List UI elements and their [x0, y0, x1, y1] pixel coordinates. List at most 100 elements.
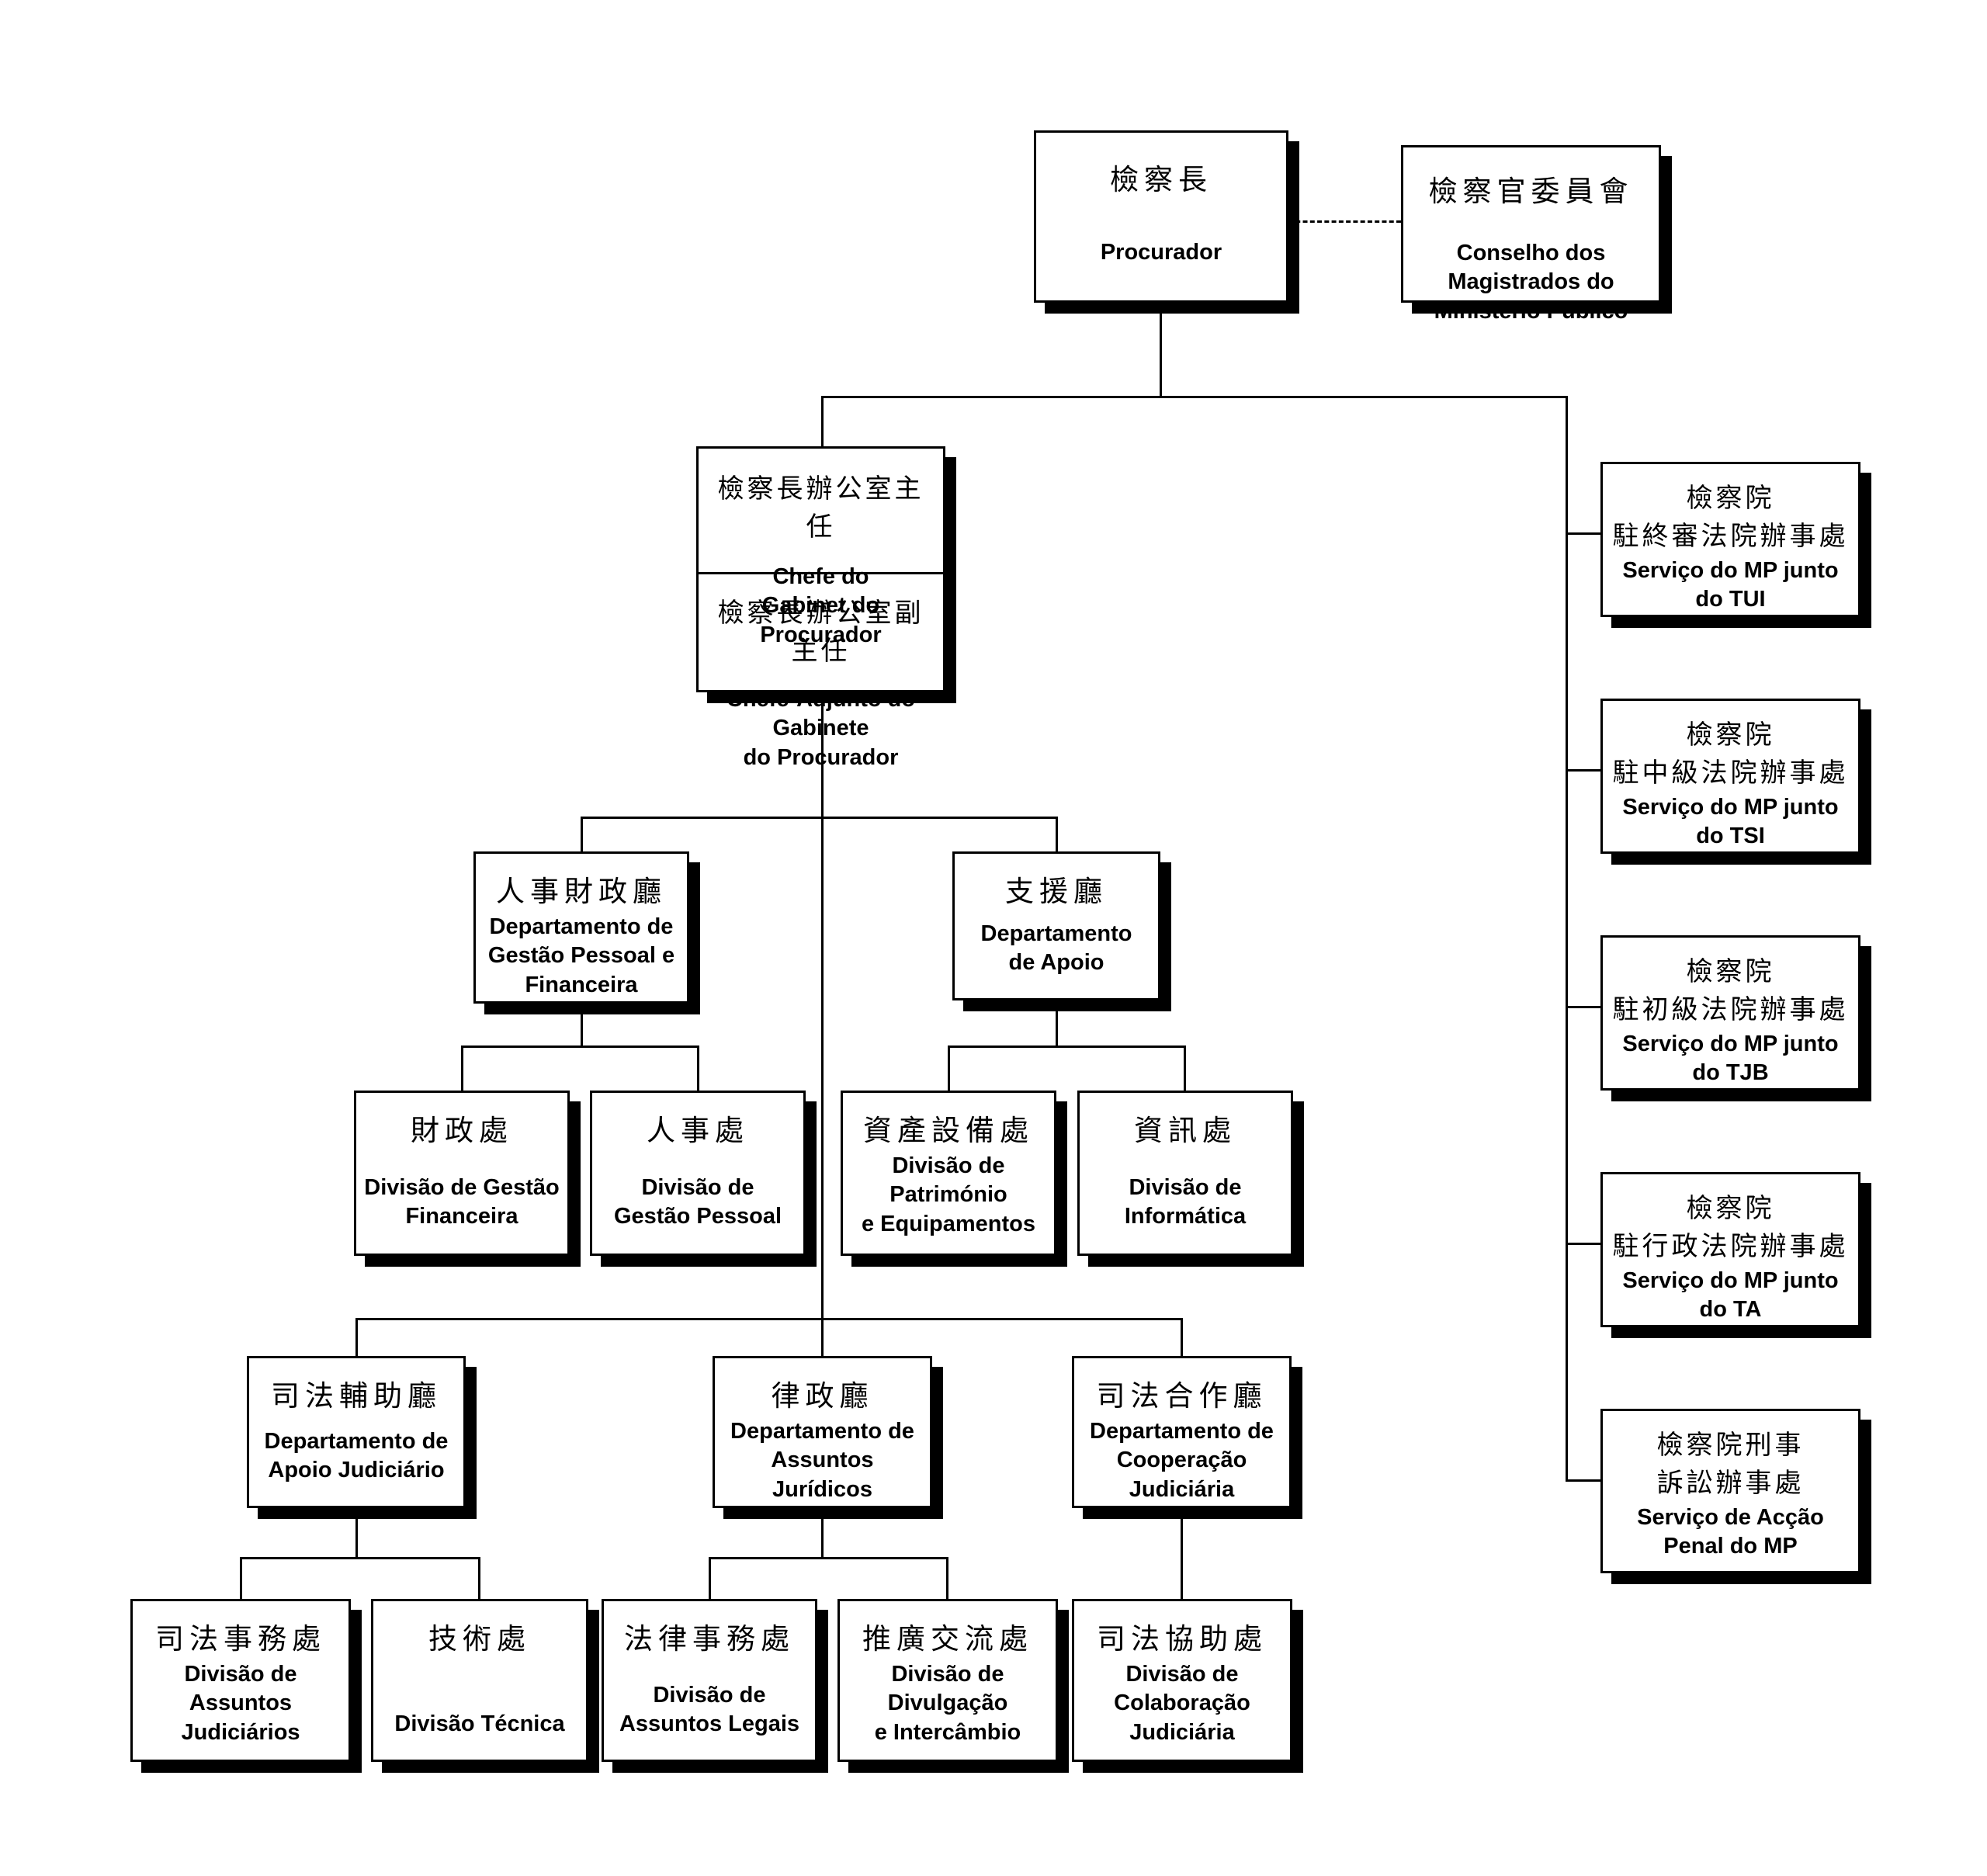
connector-dept-apoio-drop — [1056, 817, 1058, 851]
node-dept-gestao-pessoal-financeira: 人事財政廳 Departamento de Gestão Pessoal e F… — [473, 851, 689, 1004]
node-servico-accao-penal: 檢察院刑事 訴訟辦事處 Serviço de Acção Penal do MP — [1600, 1409, 1860, 1573]
connector-judiciario-horizontal — [240, 1557, 480, 1559]
node-div-gestao-pessoal: 人事處 Divisão de Gestão Pessoal — [590, 1091, 806, 1256]
connector-procurador-drop — [1160, 303, 1162, 397]
connector-dept-judiciario-drop — [355, 1318, 358, 1356]
connector-gestao-down — [581, 1004, 583, 1048]
connector-judiciario-down — [355, 1508, 358, 1559]
connector-apoio-horizontal — [948, 1045, 1186, 1048]
label-zh-div-divulgacao: 推廣交流處 — [862, 1623, 1033, 1655]
label-zh-chefe-adjunto: 檢察長辦公室副主任 — [717, 598, 924, 667]
connector-div-divulgacao-drop — [946, 1557, 948, 1599]
node-servico-mp-tui: 檢察院 駐終審法院辦事處 Serviço do MP junto do TUI — [1600, 462, 1860, 617]
node-chefe: 檢察長辦公室主任 Chefe do Gabinet do Procurador — [699, 449, 943, 647]
label-zh-div-pessoal: 人事處 — [647, 1115, 749, 1146]
node-div-colaboracao-judiciaria: 司法協助處 Divisão de Colaboração Judiciária — [1072, 1599, 1292, 1762]
label-pt-dept-apoio: Departamento de Apoio — [980, 921, 1132, 976]
label-pt-mp-penal: Serviço de Acção Penal do MP — [1637, 1504, 1824, 1559]
connector-right-trunk — [1566, 396, 1568, 1482]
node-chefe-adjunto: 檢察長辦公室副主任 Chefe-Adjunto do Gabinete do P… — [699, 574, 943, 773]
label-pt-div-informatica: Divisão de Informática — [1124, 1174, 1247, 1229]
node-div-divulgacao-intercambio: 推廣交流處 Divisão de Divulgação e Intercâmbi… — [837, 1599, 1058, 1762]
label-pt-mp-tui: Serviço do MP junto do TUI — [1622, 557, 1839, 612]
label-pt-procurador: Procurador — [1100, 240, 1222, 265]
label-pt-div-pessoal: Divisão de Gestão Pessoal — [614, 1174, 782, 1229]
label-zh-div-financeira: 財政處 — [411, 1115, 513, 1146]
node-chefe-gabinete: 檢察長辦公室主任 Chefe do Gabinet do Procurador … — [696, 446, 945, 770]
label-pt-div-financeira: Divisão de Gestão Financeira — [364, 1174, 560, 1229]
label-pt-div-judiciarios: Divisão de Assuntos Judiciários — [181, 1661, 300, 1746]
label-pt-div-divulgacao: Divisão de Divulgação e Intercâmbio — [874, 1661, 1021, 1746]
label-zh-div-legais: 法律事務處 — [624, 1623, 795, 1655]
node-servico-mp-ta: 檢察院 駐行政法院辦事處 Serviço do MP junto do TA — [1600, 1172, 1860, 1327]
connector-div-judiciarios-drop — [240, 1557, 242, 1599]
connector-stub-ta — [1566, 1243, 1601, 1245]
label-pt-dept-juridicos: Departamento de Assuntos Jurídicos — [730, 1418, 914, 1503]
node-dept-assuntos-juridicos: 律政廳 Departamento de Assuntos Jurídicos — [713, 1356, 932, 1508]
connector-stub-tjb — [1566, 1006, 1601, 1008]
connector-div-informatica-drop — [1184, 1045, 1186, 1091]
connector-cooperacao-down — [1181, 1508, 1183, 1599]
node-servico-mp-tsi: 檢察院 駐中級法院辦事處 Serviço do MP junto do TSI — [1600, 699, 1860, 854]
label-pt-dept-gestao: Departamento de Gestão Pessoal e Finance… — [487, 914, 675, 998]
label-zh-dept-juridicos: 律政廳 — [771, 1380, 874, 1412]
node-div-tecnica: 技術處 Divisão Técnica — [371, 1599, 588, 1762]
connector-stub-penal — [1566, 1479, 1601, 1482]
connector-depts-row2-horizontal — [355, 1318, 1183, 1320]
label-zh-conselho: 檢察官委員會 — [1428, 175, 1634, 207]
node-dept-apoio: 支援廳 Departamento de Apoio — [952, 851, 1160, 1000]
connector-dept-gestao-drop — [581, 817, 583, 851]
label-zh-mp-tui: 檢察院 駐終審法院辦事處 — [1612, 484, 1849, 552]
label-pt-mp-tjb: Serviço do MP junto do TJB — [1622, 1031, 1839, 1086]
label-zh-mp-penal: 檢察院刑事 訴訟辦事處 — [1656, 1430, 1805, 1499]
node-dept-apoio-judiciario: 司法輔助廳 Departamento de Apoio Judiciário — [247, 1356, 466, 1508]
label-pt-div-legais: Divisão de Assuntos Legais — [619, 1682, 800, 1737]
label-pt-dept-cooperacao: Departamento de Cooperação Judiciária — [1090, 1418, 1274, 1503]
label-zh-mp-ta: 檢察院 駐行政法院辦事處 — [1612, 1194, 1849, 1262]
connector-div-pessoal-drop — [697, 1045, 699, 1091]
connector-top-horizontal — [821, 396, 1568, 398]
label-pt-div-patrimonio: Divisão de Património e Equipamentos — [862, 1153, 1035, 1237]
label-zh-div-tecnica: 技術處 — [428, 1623, 531, 1655]
node-div-patrimonio-equipamentos: 資產設備處 Divisão de Património e Equipament… — [841, 1091, 1056, 1256]
label-pt-div-colaboracao: Divisão de Colaboração Judiciária — [1114, 1661, 1250, 1746]
node-procurador: 檢察長 Procurador — [1034, 130, 1288, 303]
connector-div-financeira-drop — [461, 1045, 463, 1091]
label-zh-dept-gestao: 人事財政廳 — [496, 876, 667, 907]
label-zh-div-judiciarios: 司法事務處 — [155, 1623, 326, 1655]
connector-juridicos-down — [821, 1508, 824, 1559]
label-zh-dept-judiciario: 司法輔助廳 — [271, 1380, 442, 1412]
connector-div-patrimonio-drop — [948, 1045, 950, 1091]
connector-stub-tui — [1566, 532, 1601, 535]
label-pt-mp-ta: Serviço do MP junto do TA — [1622, 1267, 1839, 1323]
node-servico-mp-tjb: 檢察院 駐初級法院辦事處 Serviço do MP junto do TJB — [1600, 935, 1860, 1091]
connector-dept-cooperacao-drop — [1181, 1318, 1183, 1356]
node-div-gestao-financeira: 財政處 Divisão de Gestão Financeira — [354, 1091, 570, 1256]
connector-apoio-down — [1056, 1000, 1058, 1048]
connector-chefe-drop — [821, 396, 824, 447]
label-zh-chefe: 檢察長辦公室主任 — [717, 474, 924, 543]
label-zh-dept-cooperacao: 司法合作廳 — [1096, 1380, 1267, 1412]
connector-div-tecnica-drop — [478, 1557, 480, 1599]
connector-juridicos-horizontal — [709, 1557, 948, 1559]
label-pt-mp-tsi: Serviço do MP junto do TSI — [1622, 794, 1839, 849]
node-div-assuntos-legais: 法律事務處 Divisão de Assuntos Legais — [602, 1599, 817, 1762]
label-zh-div-informatica: 資訊處 — [1134, 1115, 1236, 1146]
label-pt-chefe-adjunto: Chefe-Adjunto do Gabinete do Procurador — [726, 686, 916, 770]
connector-gestao-horizontal — [461, 1045, 699, 1048]
label-pt-conselho: Conselho dos Magistrados do Ministério P… — [1434, 240, 1628, 324]
label-pt-dept-judiciario: Departamento de Apoio Judiciário — [264, 1428, 449, 1483]
node-dept-cooperacao-judiciaria: 司法合作廳 Departamento de Cooperação Judiciá… — [1072, 1356, 1292, 1508]
node-div-assuntos-judiciarios: 司法事務處 Divisão de Assuntos Judiciários — [130, 1599, 351, 1762]
node-conselho: 檢察官委員會 Conselho dos Magistrados do Minis… — [1401, 145, 1661, 324]
label-pt-div-tecnica: Divisão Técnica — [394, 1711, 565, 1737]
connector-procurador-conselho-dashed — [1288, 220, 1401, 223]
connector-stub-tsi — [1566, 769, 1601, 772]
label-zh-div-patrimonio: 資產設備處 — [863, 1115, 1034, 1146]
label-zh-mp-tjb: 檢察院 駐初級法院辦事處 — [1612, 957, 1849, 1025]
connector-div-legais-drop — [709, 1557, 711, 1599]
label-zh-mp-tsi: 檢察院 駐中級法院辦事處 — [1612, 720, 1849, 789]
label-zh-dept-apoio: 支援廳 — [1005, 876, 1108, 907]
label-zh-div-colaboracao: 司法協助處 — [1097, 1623, 1267, 1655]
